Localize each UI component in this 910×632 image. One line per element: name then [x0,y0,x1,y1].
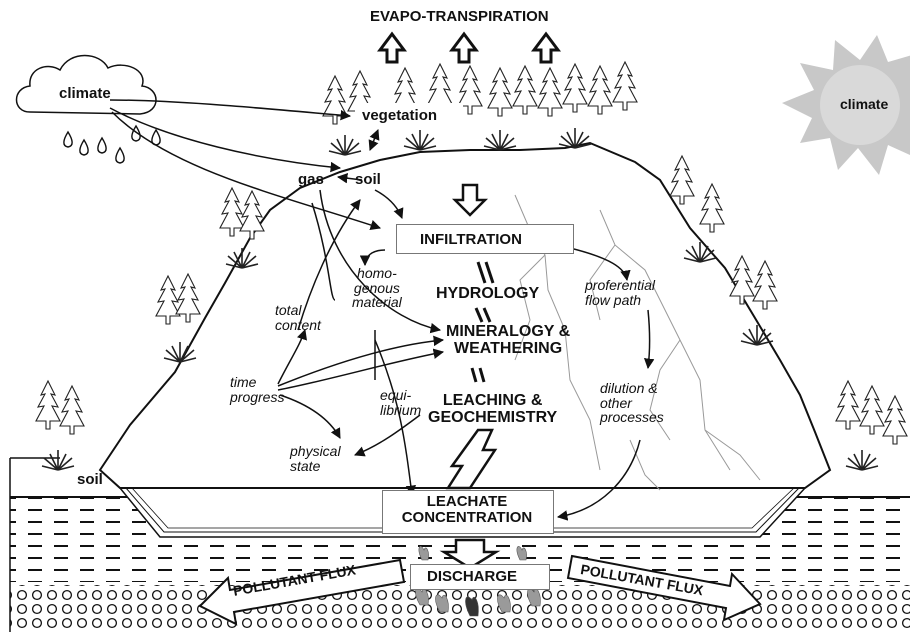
vegetation-label: vegetation [362,107,438,124]
discharge-plume [415,546,541,617]
infiltration-label: INFILTRATION [420,231,522,248]
mineralogy-weathering-label: MINERALOGY &WEATHERING [446,323,571,357]
pollutant-flux-arrows [198,554,762,626]
equilibrium-label: equi-librium [380,387,422,418]
infiltration-box [396,224,574,254]
leachate-box [382,490,554,534]
sun-icon [782,35,910,175]
aquifer-gravel-layer [10,585,910,632]
gas-label: gas [298,171,324,188]
climate-right-label: climate [840,96,889,112]
leaching-geochemistry-label: LEACHING &GEOCHEMISTRY [428,392,558,426]
discharge-label: DISCHARGE [427,568,518,585]
rain-drops [63,124,161,164]
evapo-transpiration-label: EVAPO-TRANSPIRATION [370,8,549,25]
flow-arrows [109,99,655,521]
infiltration-arrow [451,183,489,217]
leaching-bolt-arrow [445,428,498,490]
hydrology-label: HYDROLOGY [436,285,540,302]
landfill-mound [98,141,832,489]
discharge-box [410,564,550,590]
soil-left-label: soil [77,471,103,488]
climate-left-label: climate [59,85,111,102]
discharge-arrow [439,538,501,570]
process-link-marks [470,261,495,383]
soil-top-label: soil [355,171,381,188]
evapotranspiration-arrows [377,31,561,64]
